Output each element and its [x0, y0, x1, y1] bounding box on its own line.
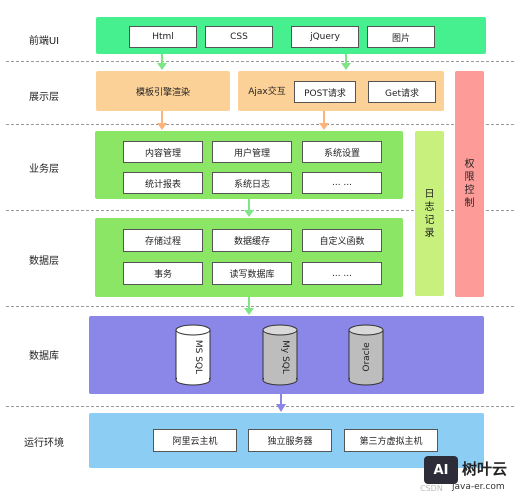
- arrow-frontend-to-presentation-left: [157, 54, 167, 70]
- data-item-functions: 自定义函数: [302, 229, 382, 252]
- business-item-users: 用户管理: [212, 141, 292, 163]
- ajax-label: Ajax交互: [248, 87, 286, 97]
- log-column: [415, 131, 444, 296]
- separator-4: [6, 306, 514, 307]
- template-engine-label: 模板引擎渲染: [135, 87, 190, 98]
- auth-char-4: 制: [464, 198, 475, 209]
- auth-char-1: 权: [464, 159, 475, 170]
- business-item-more: ... ...: [302, 172, 382, 194]
- separator-3: [6, 210, 514, 211]
- data-item-procedures: 存储过程: [123, 229, 203, 252]
- data-item-cache: 数据缓存: [212, 229, 292, 252]
- cylinder-oracle: [348, 324, 384, 386]
- data-item-transactions: 事务: [123, 262, 203, 285]
- arrow-presentation-to-business-right: [319, 111, 329, 130]
- separator-2: [6, 124, 514, 125]
- frontend-item-css: CSS: [205, 26, 273, 48]
- logo-badge: AI: [424, 456, 458, 484]
- mssql-label: MS SQL: [193, 340, 203, 374]
- database-cylinders: MS SQL My SQL Oracle: [175, 324, 384, 386]
- frontend-item-jquery: jQuery: [291, 26, 359, 48]
- frontend-item-html: Html: [129, 26, 197, 48]
- data-item-readwrite: 读写数据库: [212, 262, 292, 285]
- log-column-label: 日 志 记 录: [415, 131, 444, 296]
- arrow-frontend-to-presentation-right: [341, 54, 351, 70]
- arrow-database-to-runtime: [276, 394, 286, 412]
- business-item-content: 内容管理: [123, 141, 203, 163]
- cylinder-mssql: [175, 324, 211, 386]
- separator-5: [6, 406, 514, 407]
- data-item-more: ... ...: [302, 262, 382, 285]
- arrow-data-to-database: [244, 297, 254, 315]
- oracle-label: Oracle: [362, 342, 372, 372]
- log-char-3: 记: [424, 214, 435, 226]
- row-label-runtime: 运行环境: [24, 438, 64, 449]
- post-request-box: POST请求: [294, 81, 356, 103]
- logo-url: java-er.com: [452, 482, 505, 492]
- csdn-watermark: CSDN: [420, 484, 443, 493]
- separator-1: [6, 61, 514, 62]
- business-item-reports: 统计报表: [123, 172, 203, 194]
- auth-char-2: 限: [464, 172, 475, 183]
- presentation-template-band: 模板引擎渲染: [96, 71, 230, 111]
- get-request-box: Get请求: [368, 81, 436, 103]
- row-label-presentation: 展示层: [29, 92, 59, 103]
- cylinder-mysql: [262, 324, 298, 386]
- mysql-label: My SQL: [280, 340, 290, 374]
- log-char-2: 志: [424, 201, 435, 213]
- runtime-item-dedicated: 独立服务器: [248, 429, 332, 452]
- auth-char-3: 控: [464, 185, 475, 196]
- runtime-item-aliyun: 阿里云主机: [153, 429, 237, 452]
- business-item-syslog: 系统日志: [212, 172, 292, 194]
- log-char-1: 日: [424, 188, 435, 200]
- row-label-data: 数据层: [29, 256, 59, 267]
- arrow-presentation-to-business-left: [157, 111, 167, 130]
- arrow-business-to-data: [244, 199, 254, 217]
- runtime-item-vhost: 第三方虚拟主机: [344, 429, 438, 452]
- log-char-4: 录: [424, 227, 435, 239]
- auth-column: [455, 71, 484, 297]
- frontend-item-image: 图片: [367, 26, 435, 48]
- row-label-business: 业务层: [29, 164, 59, 175]
- row-label-database: 数据库: [29, 351, 59, 362]
- business-item-settings: 系统设置: [302, 141, 382, 163]
- row-label-frontend: 前端UI: [28, 36, 60, 47]
- auth-column-label: 权 限 控 制: [455, 71, 484, 297]
- logo-name: 树叶云: [462, 460, 508, 478]
